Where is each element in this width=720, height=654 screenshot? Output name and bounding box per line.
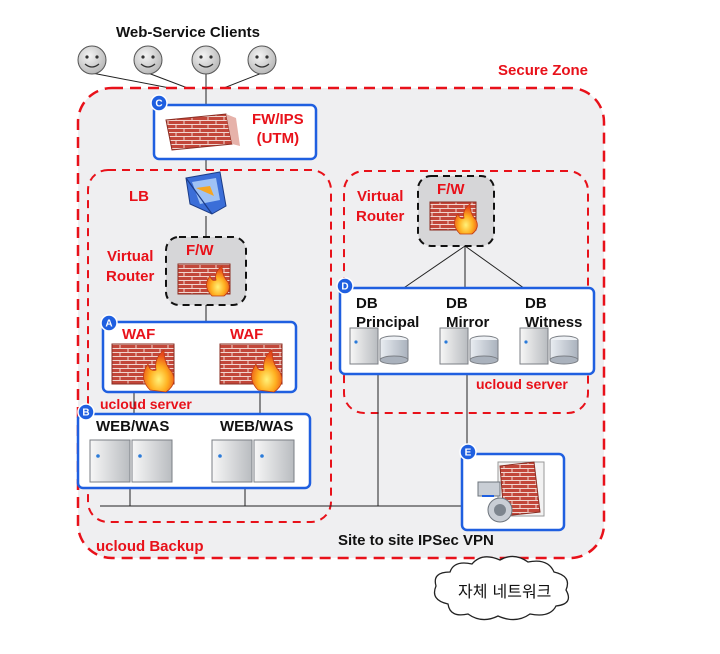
db-server-icon	[349, 327, 409, 365]
db-fw-label: F/W	[437, 181, 465, 198]
badge-c-letter: C	[155, 99, 162, 110]
db-virtual-router-label: Virtual Router	[356, 187, 404, 227]
web-zone-boundary	[87, 169, 332, 523]
secure-zone-label: Secure Zone	[498, 62, 589, 79]
badge-e-letter: E	[465, 448, 472, 459]
waf-firewall-icon	[219, 343, 283, 393]
firewall-icon	[177, 263, 231, 297]
badge-d	[336, 277, 354, 295]
web-virtual-router-line1: Virtual	[106, 248, 154, 265]
badge-a	[100, 314, 118, 332]
backup-label: ucloud Backup	[96, 538, 204, 555]
client-face-icon	[191, 45, 221, 75]
server-icon	[211, 439, 295, 483]
own-network-label: 자체 네트워크	[458, 582, 552, 601]
db-principal-label: DB Principal	[356, 294, 419, 332]
web-virtual-router-line2: Router	[106, 268, 155, 285]
db-mirror-line2: Mirror	[446, 314, 490, 331]
badge-e	[459, 443, 477, 461]
waf-firewall-icon	[111, 343, 175, 393]
web-fw-label: F/W	[186, 242, 214, 259]
badge-a-letter: A	[105, 319, 112, 330]
db-virtual-router-line1: Virtual	[356, 188, 404, 205]
badge-c	[150, 94, 168, 112]
client-face-icon	[77, 45, 107, 75]
badge-d-letter: D	[341, 282, 348, 293]
web-was2-label: WEB/WAS	[220, 418, 294, 435]
db-mirror-label: DB Mirror	[446, 294, 489, 332]
fw-ips-label-line1: FW/IPS	[252, 111, 304, 128]
db-principal-line2: Principal	[356, 314, 420, 331]
db-witness-label: DB Witness	[525, 294, 582, 332]
db-witness-line1: DB	[525, 295, 547, 312]
client-face-icon	[247, 45, 277, 75]
waf-ucloud-server-caption: ucloud server	[100, 396, 192, 412]
db-principal-line1: DB	[356, 295, 378, 312]
own-network-cloud-icon	[433, 555, 570, 621]
load-balancer-icon	[185, 171, 227, 215]
vpn-label: Site to site IPSec VPN	[338, 532, 494, 549]
db-virtual-router-line2: Router	[356, 208, 405, 225]
web-was1-label: WEB/WAS	[96, 418, 170, 435]
fw-ips-label: FW/IPS (UTM)	[252, 110, 304, 148]
server-icon	[89, 439, 173, 483]
lb-label: LB	[129, 188, 149, 205]
web-virtual-router-label: Virtual Router	[106, 247, 154, 287]
client-icons	[77, 45, 277, 75]
db-server-icon	[519, 327, 579, 365]
db-server-icon	[439, 327, 499, 365]
badge-b	[77, 403, 95, 421]
fw-ips-label-line2: (UTM)	[256, 130, 300, 147]
waf2-label: WAF	[230, 326, 264, 343]
vpn-firewall-icon	[477, 461, 545, 523]
db-ucloud-server-caption: ucloud server	[476, 376, 568, 392]
db-witness-line2: Witness	[525, 314, 583, 331]
clients-title: Web-Service Clients	[116, 24, 260, 41]
firewall-utm-icon	[165, 113, 240, 151]
waf1-label: WAF	[122, 326, 156, 343]
badge-b-letter: B	[82, 408, 89, 419]
db-mirror-line1: DB	[446, 295, 468, 312]
firewall-icon	[429, 201, 478, 235]
client-face-icon	[133, 45, 163, 75]
